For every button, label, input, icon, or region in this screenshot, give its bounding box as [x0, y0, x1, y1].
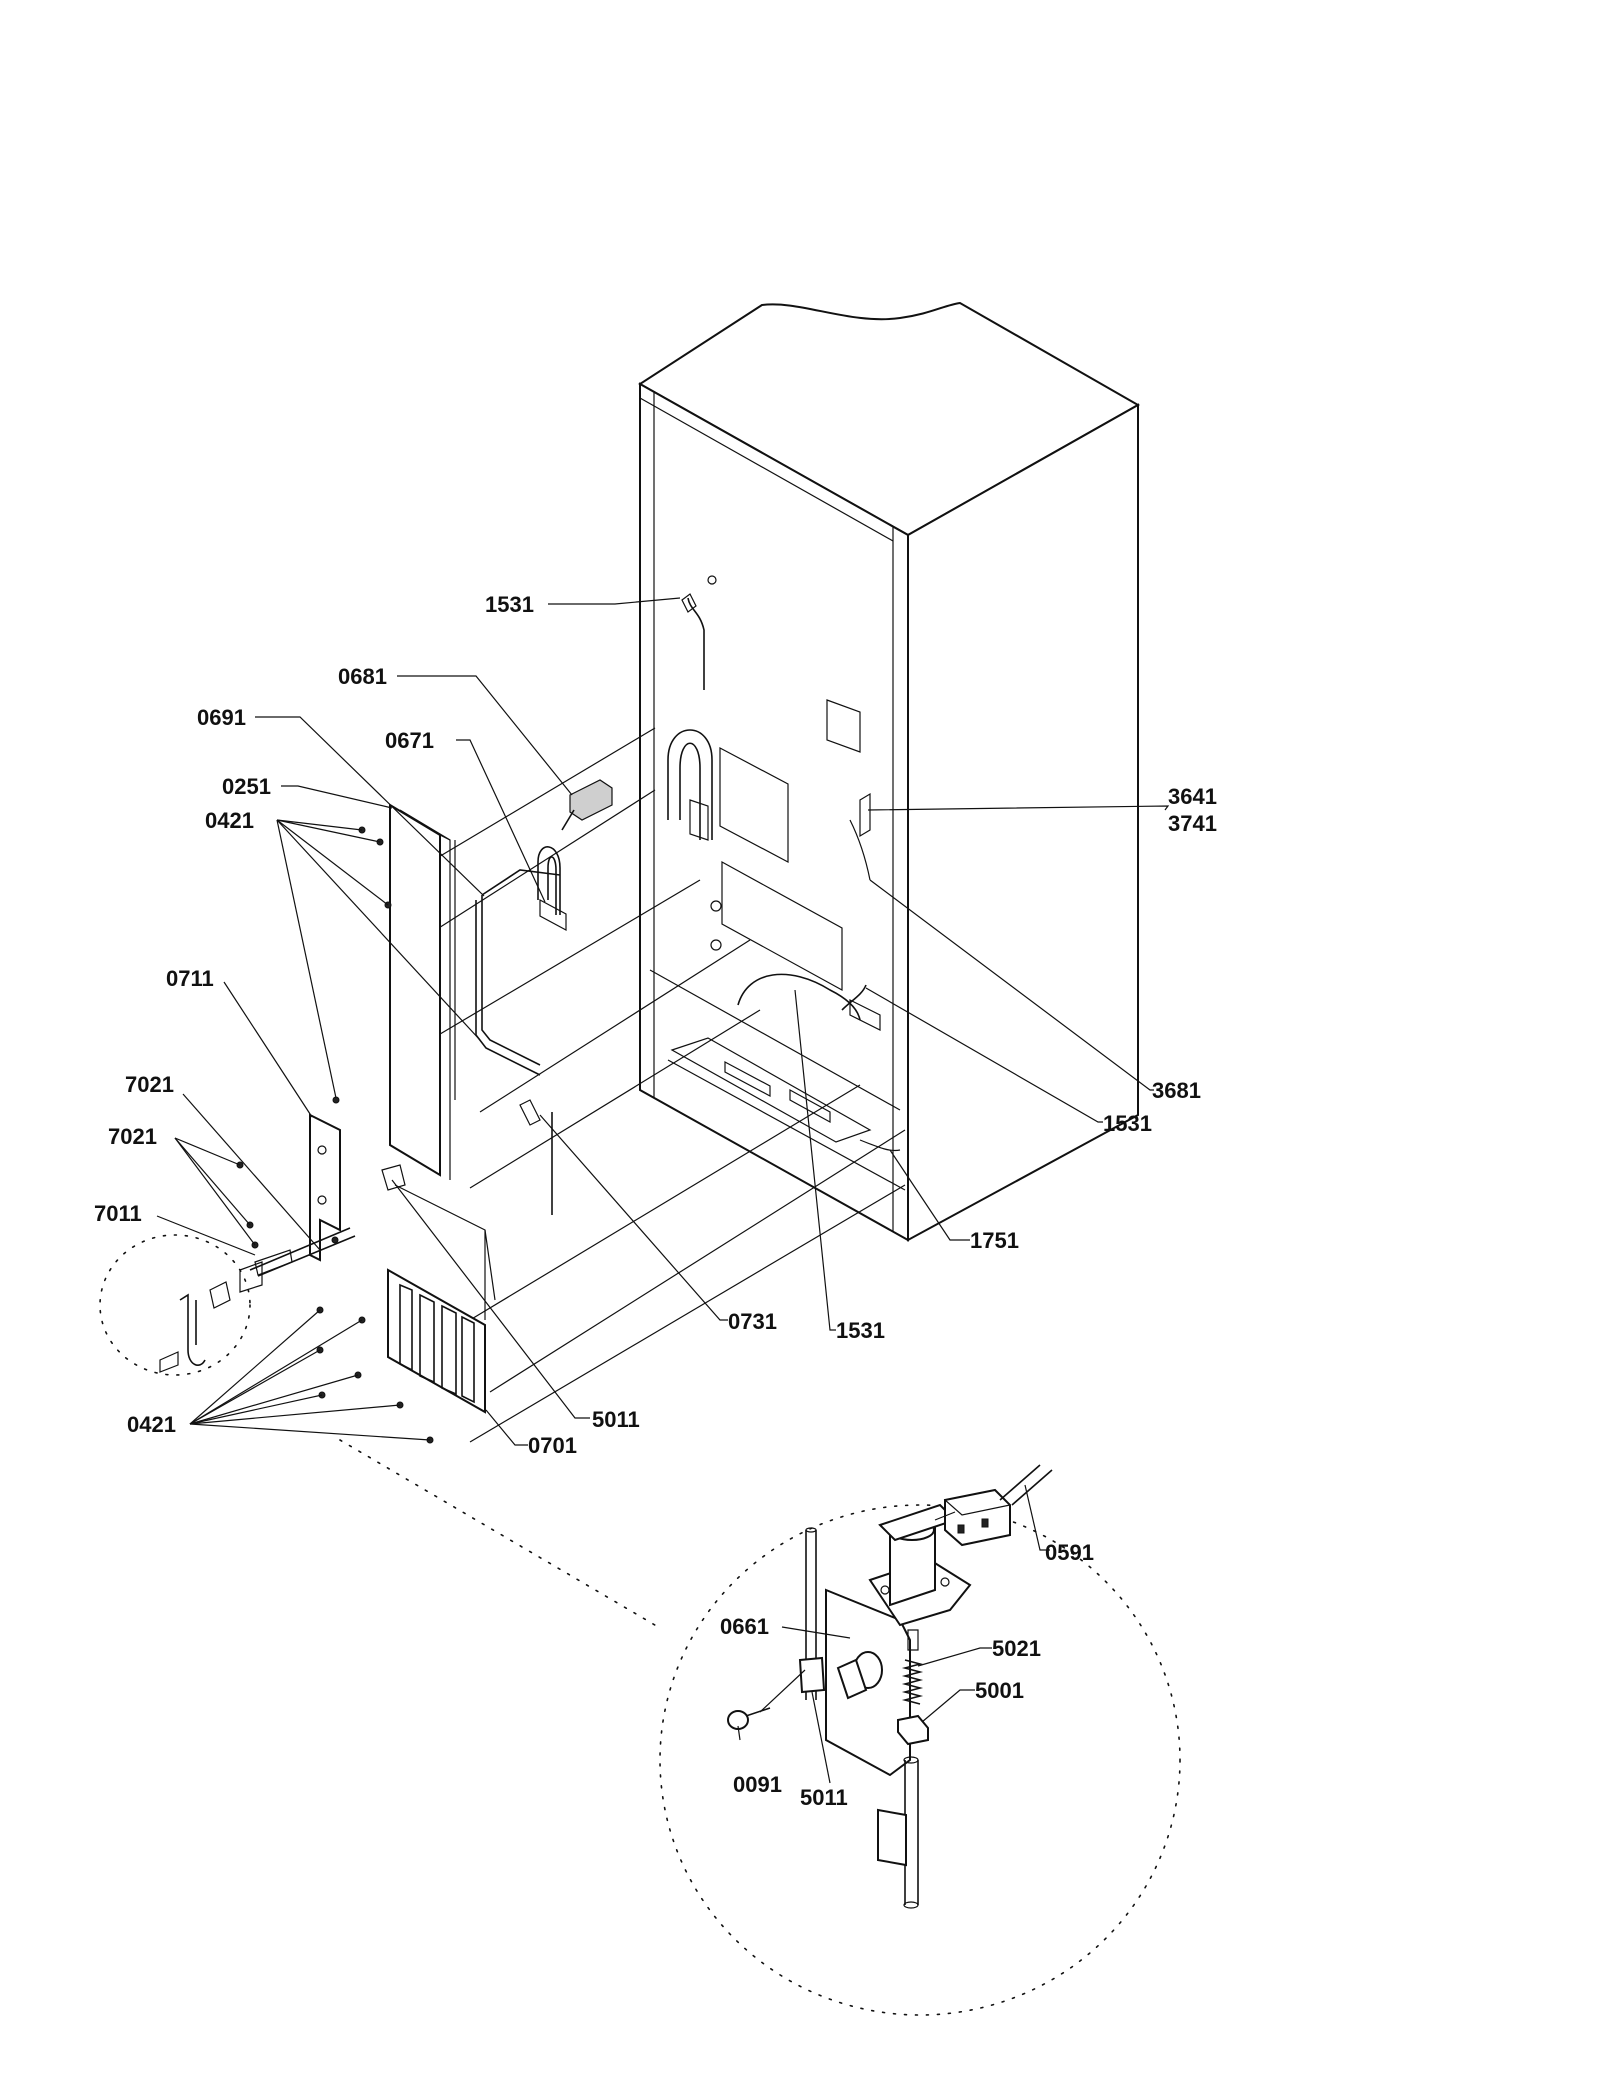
label-0591: 0591: [1045, 1540, 1094, 1565]
label-1531-bottom: 1531: [836, 1318, 885, 1343]
detail-callout: [99, 1234, 1181, 2016]
label-3741: 3741: [1168, 811, 1217, 836]
condenser-assembly: [159, 779, 613, 1414]
label-0681: 0681: [338, 664, 387, 689]
label-7021-b: 7021: [108, 1124, 157, 1149]
label-0711: 0711: [166, 966, 214, 991]
label-7011: 7011: [94, 1201, 142, 1226]
refrigerator-cabinet: [638, 301, 1141, 1242]
part-labels: 1531 0681 0691 0671 0251 0421 0711 7021 …: [94, 592, 1217, 1810]
label-0251: 0251: [222, 774, 271, 799]
label-3641: 3641: [1168, 784, 1217, 809]
label-5011-main: 5011: [592, 1407, 640, 1432]
label-0691: 0691: [197, 705, 246, 730]
label-0091: 0091: [733, 1772, 782, 1797]
label-1531-top: 1531: [485, 592, 534, 617]
label-0731: 0731: [728, 1309, 777, 1334]
label-7021-a: 7021: [125, 1072, 174, 1097]
water-valve-detail: [727, 1464, 1053, 1909]
leader-lines: [156, 597, 1170, 1784]
label-0421-top: 0421: [205, 808, 254, 833]
label-5011-detail: 5011: [800, 1785, 848, 1810]
label-0671: 0671: [385, 728, 434, 753]
label-1531-right: 1531: [1103, 1111, 1152, 1136]
label-3681: 3681: [1152, 1078, 1201, 1103]
label-5021: 5021: [992, 1636, 1041, 1661]
label-0421-bottom: 0421: [127, 1412, 176, 1437]
label-1751: 1751: [970, 1228, 1019, 1253]
label-5001: 5001: [975, 1678, 1024, 1703]
label-0701: 0701: [528, 1433, 577, 1458]
label-0661: 0661: [720, 1614, 769, 1639]
